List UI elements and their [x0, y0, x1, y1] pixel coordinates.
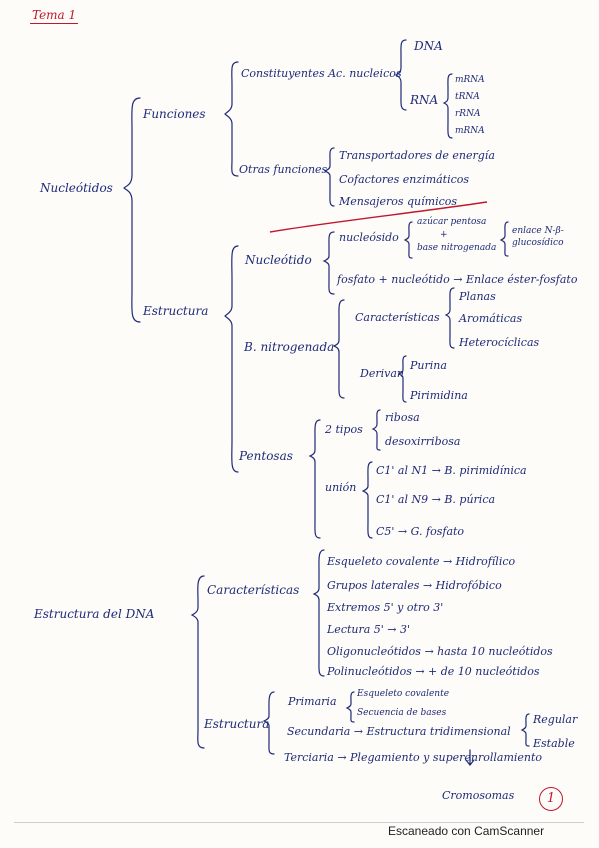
nucleotido-label: Nucleótido	[245, 253, 312, 267]
estructura-label: Estructura	[143, 304, 209, 318]
brace-union	[361, 461, 373, 539]
primaria-item: Esqueleto covalente	[357, 689, 450, 699]
rna-type: mRNA	[455, 126, 485, 136]
secundaria-item: Estable	[533, 737, 575, 750]
tipos-label: 2 tipos	[325, 423, 363, 436]
dna-caracteristicas-item: Grupos laterales → Hidrofóbico	[327, 579, 502, 592]
otras-funciones-item: Cofactores enzimáticos	[339, 173, 470, 186]
otras-funciones-item: Mensajeros químicos	[339, 195, 458, 208]
union-item: C1' al N1 → B. pirimidínica	[376, 464, 527, 477]
funciones-label: Funciones	[143, 107, 206, 121]
brace-nucleotido	[322, 231, 335, 295]
page-number: 1	[539, 787, 563, 811]
brace-pentosas	[308, 419, 321, 539]
nucleosido-label: nucleósido	[339, 231, 399, 244]
dna-caracteristicas-item: Lectura 5' → 3'	[327, 623, 411, 636]
brace-derivan	[397, 355, 407, 403]
dna-root: Estructura del DNA	[34, 607, 155, 621]
otras-funciones-item: Transportadores de energía	[339, 149, 495, 162]
constituyentes-label: Constituyentes Ac. nucleicos	[241, 67, 402, 80]
tipos-item: ribosa	[385, 411, 420, 424]
rna-type: tRNA	[455, 92, 480, 102]
brace-dna	[190, 575, 205, 749]
arrow-cromosomas	[465, 749, 475, 766]
fosfato-label: fosfato + nucleótido → Enlace éster-fosf…	[337, 273, 578, 286]
brace-dna-estructura	[262, 691, 275, 755]
pentosas-label: Pentosas	[239, 449, 293, 463]
union-item: C1' al N9 → B. púrica	[376, 493, 496, 506]
scanner-watermark: Escaneado con CamScanner	[388, 824, 545, 838]
dna-caracteristicas-item: Extremos 5' y otro 3'	[327, 601, 444, 614]
rna-type: rRNA	[455, 109, 481, 119]
brace-funciones	[224, 61, 239, 177]
dna-caracteristicas-label: Características	[207, 583, 300, 597]
enlace-label: enlace N-β-glucosídico	[512, 226, 564, 248]
nucleotidos-root: Nucleótidos	[40, 181, 113, 195]
brace-enlace	[499, 221, 509, 257]
dna-caracteristicas-item: Polinucleótidos → + de 10 nucleótidos	[327, 665, 540, 678]
caracteristicas-base-label: Características	[355, 311, 440, 324]
brace-rna	[442, 73, 453, 139]
derivan-item: Pirimidina	[410, 389, 468, 402]
rna-type: mRNA	[455, 75, 485, 85]
otras-funciones-label: Otras funciones	[239, 163, 328, 176]
brace-bnitrogenada	[332, 299, 345, 399]
caracteristicas-base-item: Planas	[459, 290, 496, 303]
brace-estructura	[224, 245, 239, 473]
caracteristicas-base-item: Aromáticas	[459, 312, 523, 325]
brace-nucleosido	[403, 221, 413, 259]
brace-constituyentes	[394, 39, 407, 111]
bnitrogenada-label: B. nitrogenada	[244, 340, 335, 354]
brace-primaria	[345, 691, 355, 723]
rna-label: RNA	[410, 93, 439, 107]
terciaria-label: Terciaria → Plegamiento y superenrollami…	[284, 751, 543, 764]
red-divider-line	[269, 201, 488, 233]
primaria-label: Primaria	[288, 695, 337, 708]
brace-dna-caracteristicas	[312, 549, 325, 677]
dna-label: DNA	[414, 39, 443, 53]
derivan-label: Derivan	[360, 367, 404, 380]
brace-otras	[323, 147, 335, 207]
brace-secundaria	[520, 713, 530, 747]
brace-caracteristicas-base	[444, 287, 455, 349]
union-label: unión	[325, 481, 357, 494]
caracteristicas-base-item: Heterocíclicas	[459, 336, 540, 349]
brace-nucleotidos	[123, 97, 141, 323]
cromosomas-label: Cromosomas	[442, 789, 515, 802]
page-title: Tema 1	[30, 8, 79, 24]
tipos-item: desoxirribosa	[385, 435, 461, 448]
primaria-item: Secuencia de bases	[357, 708, 447, 718]
base-label: base nitrogenada	[417, 243, 497, 253]
dna-caracteristicas-item: Oligonucleótidos → hasta 10 nucleótidos	[327, 645, 553, 658]
union-item: C5' → G. fosfato	[376, 525, 465, 538]
dna-estructura-label: Estructura	[204, 717, 270, 731]
secundaria-label: Secundaria → Estructura tridimensional	[287, 725, 511, 738]
derivan-item: Purina	[410, 359, 447, 372]
scan-divider	[14, 822, 584, 823]
dna-caracteristicas-item: Esqueleto covalente → Hidrofílico	[327, 555, 516, 568]
secundaria-item: Regular	[533, 713, 578, 726]
brace-tipos	[371, 409, 381, 451]
plus-sign: +	[440, 230, 448, 240]
azucar-label: azúcar pentosa	[417, 217, 487, 227]
